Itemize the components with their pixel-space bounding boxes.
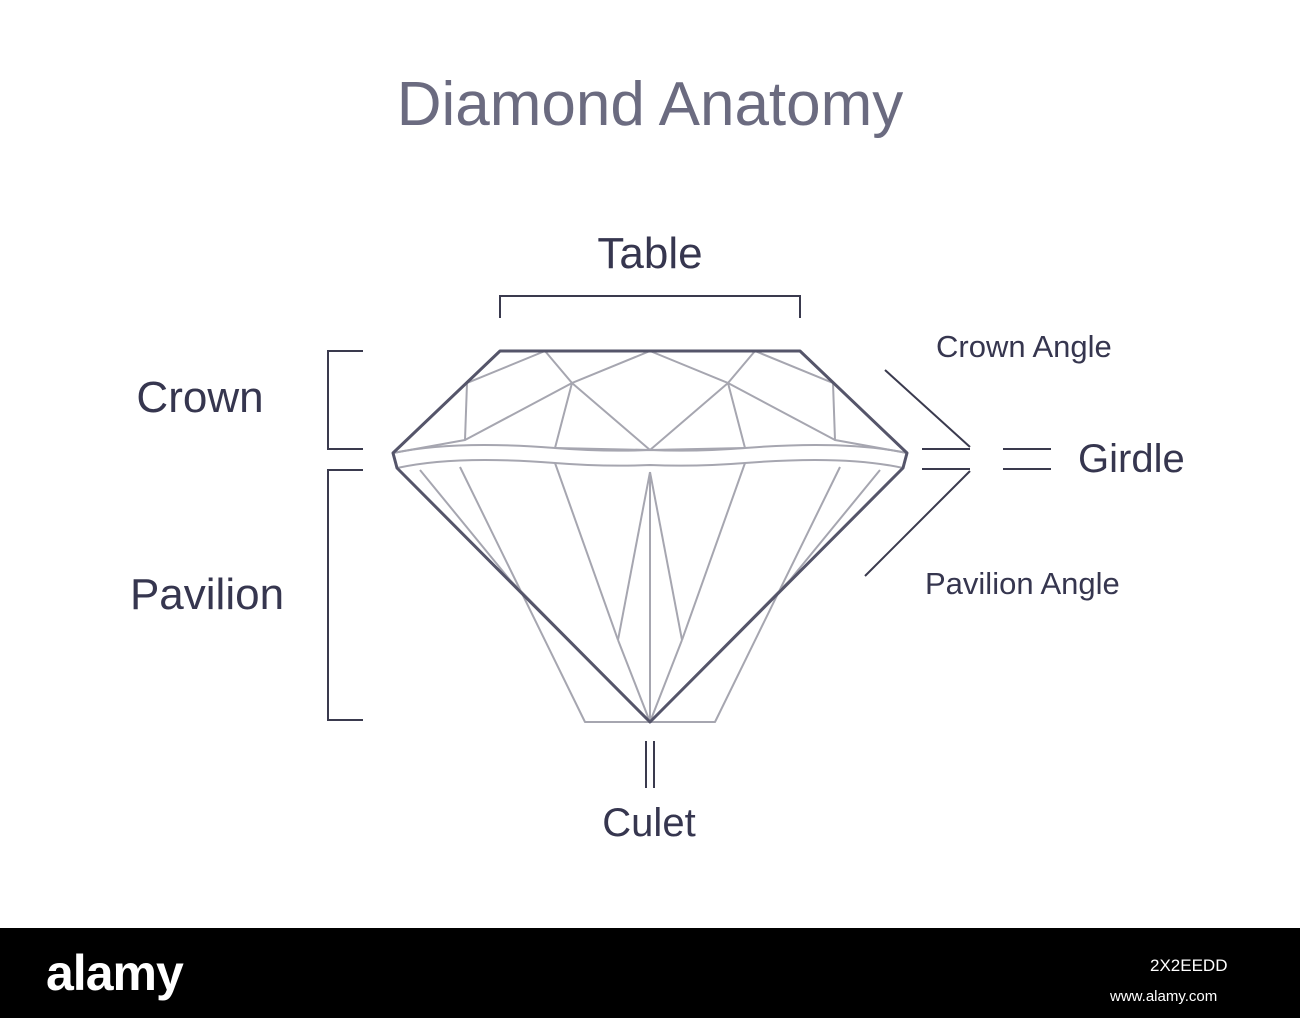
watermark-footer: alamy 2X2EEDD www.alamy.com [0,928,1300,1018]
diamond-outline [391,349,909,724]
alamy-logo: alamy [46,945,184,1001]
pavilion-label: Pavilion [130,570,284,619]
diamond-anatomy-diagram: Diamond Anatomy Table Crown Pavilion [130,70,1185,845]
pavilion-angle-pointer [864,470,971,577]
pavilion-bracket [327,469,363,721]
crown-angle-pointer [884,369,971,448]
crown-angle-label: Crown Angle [936,329,1112,364]
culet-label: Culet [602,801,695,845]
crown-label: Crown [136,373,263,422]
girdle-indicator [922,448,1051,470]
page-title: Diamond Anatomy [397,70,904,139]
image-id: 2X2EEDD [1150,956,1228,975]
site-url: www.alamy.com [1110,988,1218,1005]
culet-indicator [645,741,655,788]
table-label: Table [597,229,702,278]
girdle-label: Girdle [1078,437,1185,481]
diamond-facets [392,350,908,723]
table-bracket [499,295,801,318]
pavilion-angle-label: Pavilion Angle [925,566,1120,601]
crown-bracket [327,350,363,450]
